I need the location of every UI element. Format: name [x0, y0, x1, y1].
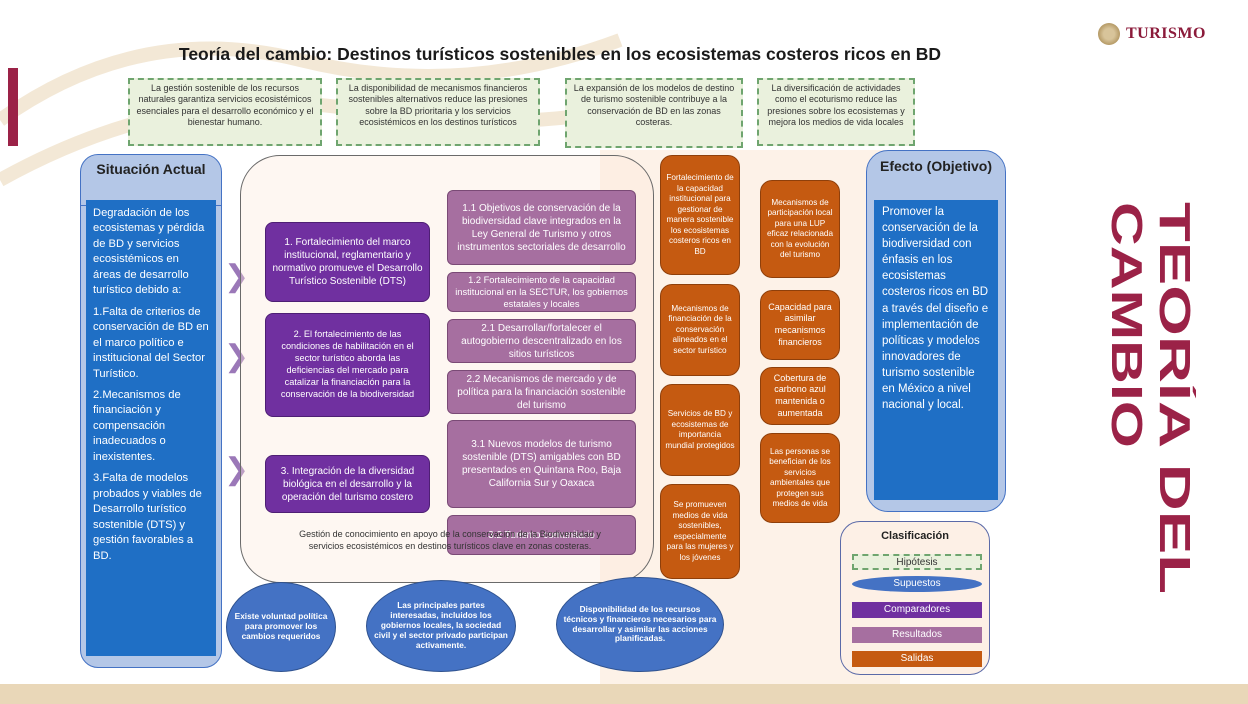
output-box: Las personas se benefician de los servic…: [760, 433, 840, 523]
chevron-right-icon: ❯: [224, 340, 250, 373]
turismo-logo: TURISMO: [1098, 22, 1206, 46]
chevron-right-icon: ❯: [224, 260, 250, 293]
result-box-2-2: 2.2 Mecanismos de mercado y de política …: [447, 370, 636, 414]
accent-bar: [8, 68, 18, 146]
vertical-title-line-2: CAMBIO: [1102, 202, 1151, 448]
output-box: Fortalecimiento de la capacidad instituc…: [660, 155, 740, 275]
situation-body: Degradación de los ecosistemas y pérdida…: [86, 200, 216, 656]
chevron-right-icon: ❯: [224, 453, 250, 486]
legend-assumption: Supuestos: [852, 576, 982, 592]
effect-heading: Efecto (Objetivo): [879, 158, 992, 174]
legend-output: Salidas: [852, 651, 982, 667]
situation-paragraph: 3.Falta de modelos probados y viables de…: [93, 472, 202, 562]
seal-icon: [1098, 23, 1120, 45]
output-box: Cobertura de carbono azul mantenida o au…: [760, 367, 840, 425]
output-box: Capacidad para asimilar mecanismos finan…: [760, 290, 840, 360]
output-box: Mecanismos de participación local para u…: [760, 180, 840, 278]
logo-text: TURISMO: [1126, 25, 1206, 42]
output-box: Mecanismos de financiación de la conserv…: [660, 284, 740, 376]
hypothesis-box-4: La diversificación de actividades como e…: [757, 78, 915, 146]
hypothesis-box-3: La expansión de los modelos de destino d…: [565, 78, 743, 148]
result-box-2-1: 2.1 Desarrollar/fortalecer el autogobier…: [447, 319, 636, 363]
assumption-ellipse: Disponibilidad de los recursos técnicos …: [556, 577, 724, 672]
result-box-1-2: 1.2 Fortalecimiento de la capacidad inst…: [447, 272, 636, 312]
vertical-title-line-1: TEORÍA DEL: [1150, 202, 1196, 594]
hypothesis-box-2: La disponibilidad de mecanismos financie…: [336, 78, 540, 146]
result-box-3-2: 3.2 Turismo comunitario: [447, 515, 636, 555]
legend-hypothesis: Hipótesis: [852, 554, 982, 570]
component-box-3: 3. Integración de la diversidad biológic…: [265, 455, 430, 513]
vertical-title: TEORÍA DEL CAMBIO: [1102, 202, 1196, 594]
classification-legend: [840, 521, 990, 675]
output-box: Se promueven medios de vida sostenibles,…: [660, 484, 740, 579]
footer-bar: [0, 684, 1248, 704]
result-box-3-1: 3.1 Nuevos modelos de turismo sostenible…: [447, 420, 636, 508]
assumption-ellipse: Las principales partes interesadas, incl…: [366, 580, 516, 672]
situation-paragraph: 1.Falta de criterios de conservación de …: [93, 305, 209, 380]
situation-paragraph: 2.Mecanismos de financiación y compensac…: [93, 388, 181, 463]
legend-result: Resultados: [852, 627, 982, 643]
component-box-2: 2. El fortalecimiento de las condiciones…: [265, 313, 430, 417]
result-box-1-1: 1.1 Objetivos de conservación de la biod…: [447, 190, 636, 265]
knowledge-management-text: Gestión de conocimiento en apoyo de la c…: [299, 529, 601, 552]
situation-paragraph: Degradación de los ecosistemas y pérdida…: [93, 207, 205, 297]
page-title: Teoría del cambio: Destinos turísticos s…: [178, 44, 942, 64]
effect-body: Promover la conservación de la biodivers…: [874, 200, 998, 500]
component-box-1: 1. Fortalecimiento del marco institucion…: [265, 222, 430, 302]
output-box: Servicios de BD y ecosistemas de importa…: [660, 384, 740, 476]
situation-heading: Situación Actual: [80, 154, 222, 206]
hypothesis-box-1: La gestión sostenible de los recursos na…: [128, 78, 322, 146]
legend-component: Comparadores: [852, 602, 982, 618]
classification-title: Clasificación: [881, 530, 949, 542]
assumption-ellipse: Existe voluntad política para promover l…: [226, 582, 336, 672]
